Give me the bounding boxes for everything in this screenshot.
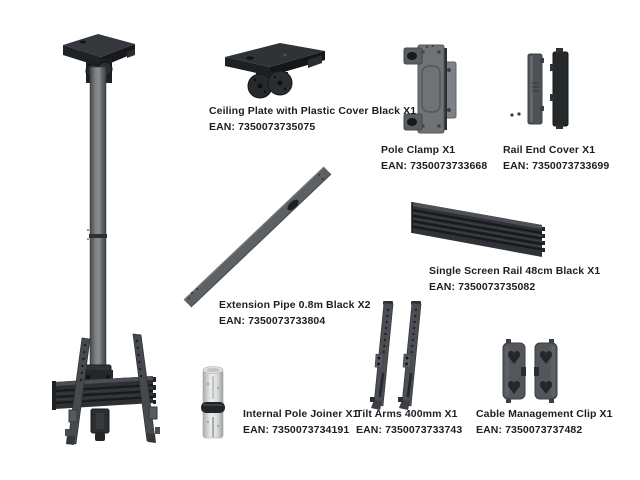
part-name: Extension Pipe 0.8m Black X2 <box>219 299 371 311</box>
part-ean: EAN: 7350073735082 <box>429 281 536 293</box>
rail-end-cover-image <box>510 48 569 129</box>
mount-tilt-arm-left <box>65 337 91 445</box>
single-screen-rail-label: Single Screen Rail 48cm Black X1 EAN: 73… <box>429 263 600 295</box>
part-name: Cable Management Clip X1 <box>476 408 613 420</box>
part-name: Single Screen Rail 48cm Black X1 <box>429 265 601 277</box>
part-ean: EAN: 7350073735075 <box>209 121 316 133</box>
part-ean: EAN: 7350073737482 <box>476 424 583 436</box>
part-name: Internal Pole Joiner X1 <box>243 408 359 420</box>
part-name: Ceiling Plate with Plastic Cover Black X… <box>209 105 417 117</box>
part-ean: EAN: 7350073733699 <box>503 160 610 172</box>
single-screen-rail-image <box>411 202 545 257</box>
extension-pipe-image <box>183 166 332 308</box>
mount-tilt-arm-right <box>132 333 160 443</box>
tilt-arm <box>370 301 394 410</box>
ceiling-plate-image <box>225 43 325 99</box>
part-name: Pole Clamp X1 <box>381 144 456 156</box>
cable-management-clip-image <box>502 339 558 403</box>
part-ean: EAN: 7350073733668 <box>381 160 488 172</box>
pole-clamp-image <box>403 44 457 134</box>
tilt-arm <box>398 301 422 410</box>
cable-management-clip-label: Cable Management Clip X1 EAN: 7350073737… <box>476 406 613 438</box>
cable-clip <box>534 339 558 403</box>
internal-pole-joiner-label: Internal Pole Joiner X1 EAN: 73500737341… <box>243 406 359 438</box>
part-name: Rail End Cover X1 <box>503 144 596 156</box>
extension-pipe-label: Extension Pipe 0.8m Black X2 EAN: 735007… <box>219 297 371 329</box>
ceiling-plate-label: Ceiling Plate with Plastic Cover Black X… <box>209 103 416 135</box>
tilt-arms-image <box>370 301 422 410</box>
rail-end-cover-label: Rail End Cover X1 EAN: 7350073733699 <box>503 142 609 174</box>
pole-clamp-label: Pole Clamp X1 EAN: 7350073733668 <box>381 142 487 174</box>
part-name: Tilt Arms 400mm X1 <box>356 408 458 420</box>
tilt-arms-label: Tilt Arms 400mm X1 EAN: 7350073733743 <box>356 406 462 438</box>
mount-pole <box>84 66 112 380</box>
part-ean: EAN: 7350073733743 <box>356 424 463 436</box>
assembled-mount-image <box>52 34 160 445</box>
part-ean: EAN: 7350073734191 <box>243 424 350 436</box>
part-ean: EAN: 7350073733804 <box>219 315 326 327</box>
mount-cable-box <box>90 408 110 441</box>
cable-clip <box>502 339 526 403</box>
internal-pole-joiner-image <box>201 366 225 439</box>
